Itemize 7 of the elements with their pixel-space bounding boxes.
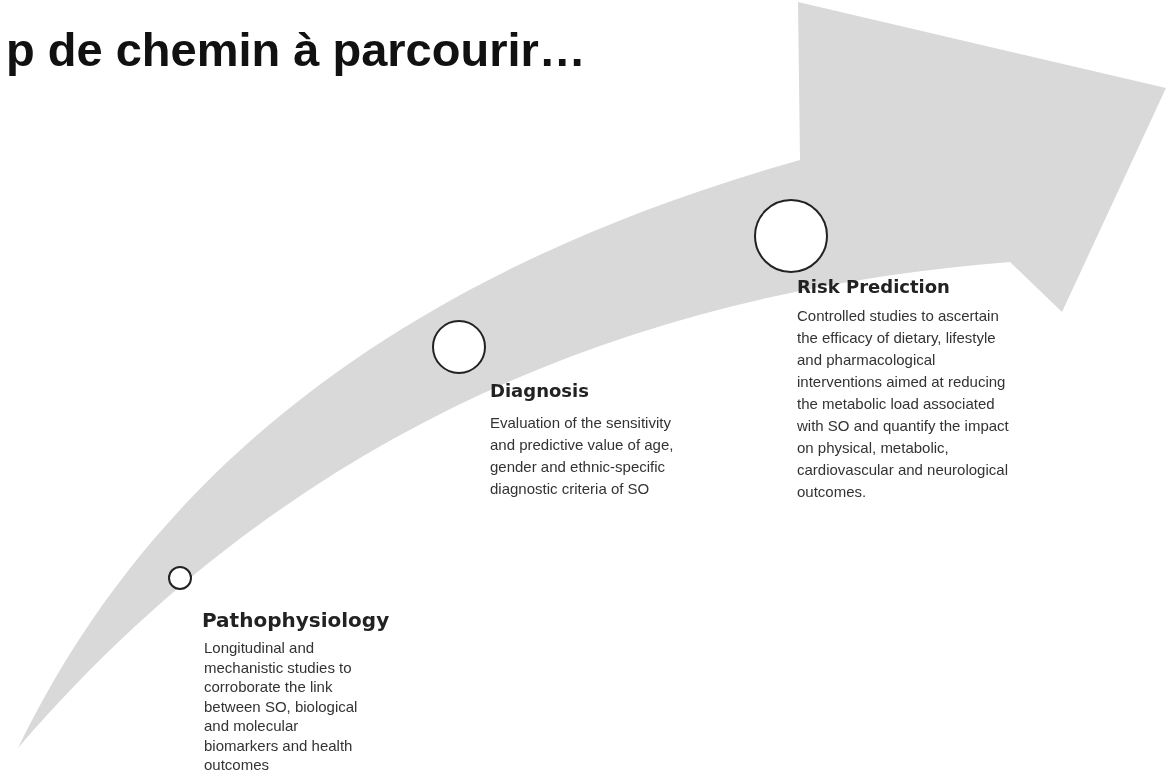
- stage-heading: Pathophysiology: [202, 608, 390, 632]
- stage-heading: Diagnosis: [490, 380, 589, 401]
- title: p de chemin à parcourir…: [6, 22, 586, 77]
- stage-description: Evaluation of the sensitivity and predictive value of age, gender and ethnic-specific diagnostic criteria of SO: [490, 413, 675, 499]
- stage-description: Controlled studies to ascertain the efficacy of dietary, lifestyle and pharmacological interventions aimed at reducing the metabolic load associated with SO and quantify the impact on physical, metabolic, cardiovascular and neurological outcomes.: [797, 306, 1010, 502]
- stage-heading: Risk Prediction: [797, 276, 950, 297]
- stage-description: Longitudinal and mechanistic studies to corroborate the link between SO, biological and molecular biomarkers and health outcomes: [204, 638, 359, 775]
